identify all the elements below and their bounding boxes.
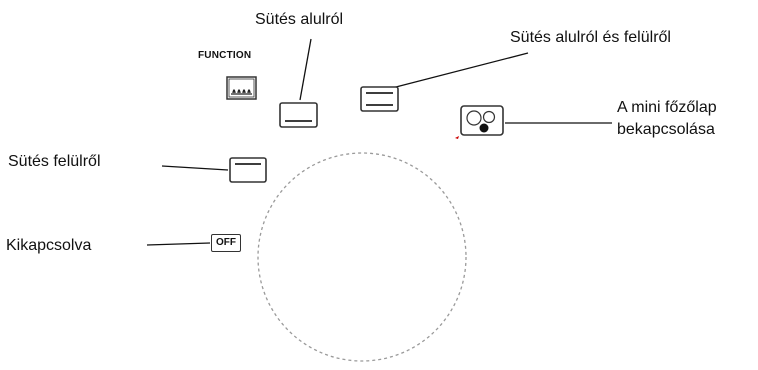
leader-top-heat: [161, 165, 229, 171]
label-bottom-heat: Sütés alulról: [255, 11, 344, 28]
bottom-heat-icon: [279, 102, 318, 128]
mini-hob-icon: [455, 105, 504, 139]
label-top-bottom-bold: alulról és felülről: [555, 29, 671, 46]
dial-circle: [257, 152, 467, 362]
function-grill-icon: [226, 76, 257, 100]
leader-bottom-heat: [299, 38, 312, 101]
function-label: FUNCTION: [198, 50, 252, 61]
label-top-heat: Sütés felülről: [8, 153, 101, 170]
label-mini-hob-line2: bekapcsolása: [617, 121, 715, 138]
top-bottom-heat-icon: [360, 86, 399, 112]
leader-top-bottom-heat: [391, 52, 529, 89]
label-top-bottom-prefix: Sütés: [510, 29, 556, 46]
label-mini-hob-line1: A mini főzőlap: [617, 99, 717, 116]
top-heat-icon: [229, 157, 267, 183]
label-top-bottom-heat: Sütés alulról és felülről: [510, 28, 671, 48]
off-icon: OFF: [211, 234, 241, 252]
label-off: Kikapcsolva: [6, 237, 92, 254]
leader-off: [146, 242, 211, 246]
